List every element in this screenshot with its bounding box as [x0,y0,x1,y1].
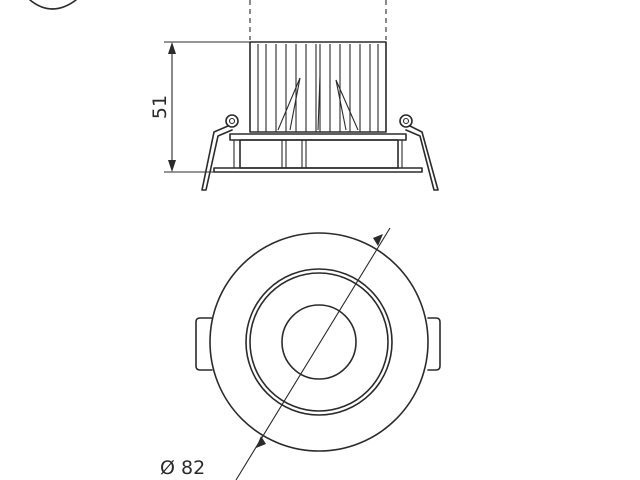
side-view: 51 [149,0,439,191]
heatsink-body [249,41,387,133]
spring-clip-left [201,114,239,191]
tab-left [195,317,213,371]
lens-circle [281,304,357,380]
reflector-outer-circle [245,268,393,416]
tab-right [427,317,441,371]
height-dimension [164,41,250,173]
height-dimension-label: 51 [149,95,171,119]
spring-clip-right [399,114,439,191]
trim-body [239,139,399,169]
bottom-flange [213,167,423,173]
top-view: Ø 82 [160,227,441,480]
reflector-inner-circle [249,272,389,412]
diameter-dimension [235,227,391,480]
outer-trim-circle [209,232,429,452]
mounting-ring [229,133,407,141]
diameter-dimension-label: Ø 82 [160,457,205,479]
corner-detail-mark [29,0,77,10]
heatsink-fins [257,44,379,132]
